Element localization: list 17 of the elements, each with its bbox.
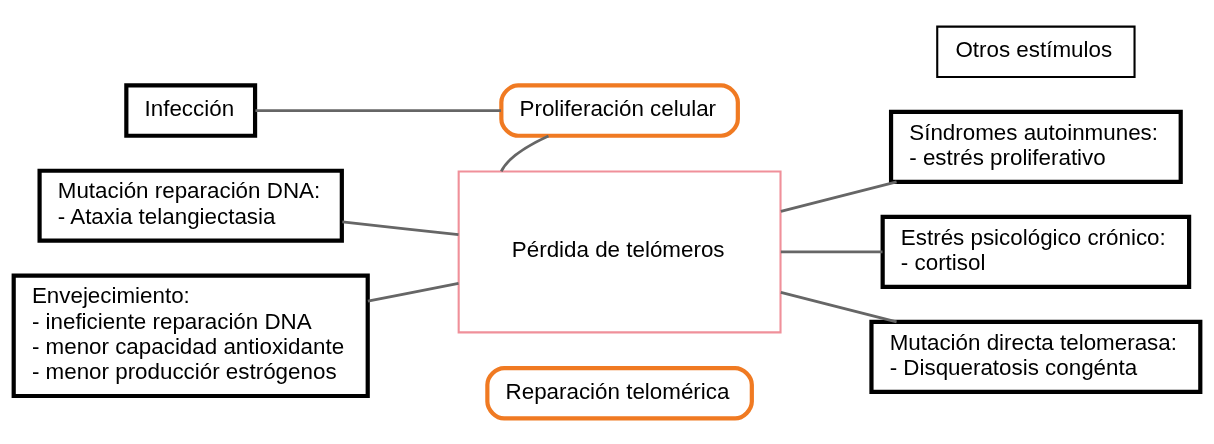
connector xyxy=(780,250,883,253)
connector xyxy=(780,290,897,323)
connector xyxy=(780,180,897,213)
connector xyxy=(255,108,501,112)
node-box: Estrés psicológico crónico: - cortisol xyxy=(880,214,1192,289)
node-box: Mutación directa telomerasa: - Disqueratosis congénta xyxy=(869,319,1203,394)
node-box: Pérdida de telómeros xyxy=(457,169,782,333)
node-box: Mutación reparación DNA: - Ataxia telangiectasia xyxy=(37,168,344,243)
node-box: Otros estímulos xyxy=(936,25,1136,78)
connector xyxy=(500,134,550,172)
node-box: Infección xyxy=(124,82,258,138)
node-box: Proliferación celular xyxy=(499,82,740,138)
node-box: Reparación telomérica xyxy=(485,365,754,420)
connector xyxy=(342,220,459,236)
node-box: Envejecimiento: - ineficiente reparación DNA - menor capacidad antioxidante - menor producciór estrógenos xyxy=(11,273,370,398)
node-box: Síndromes autoinmunes: - estrés proliferativo xyxy=(888,109,1183,184)
connector xyxy=(367,281,459,303)
